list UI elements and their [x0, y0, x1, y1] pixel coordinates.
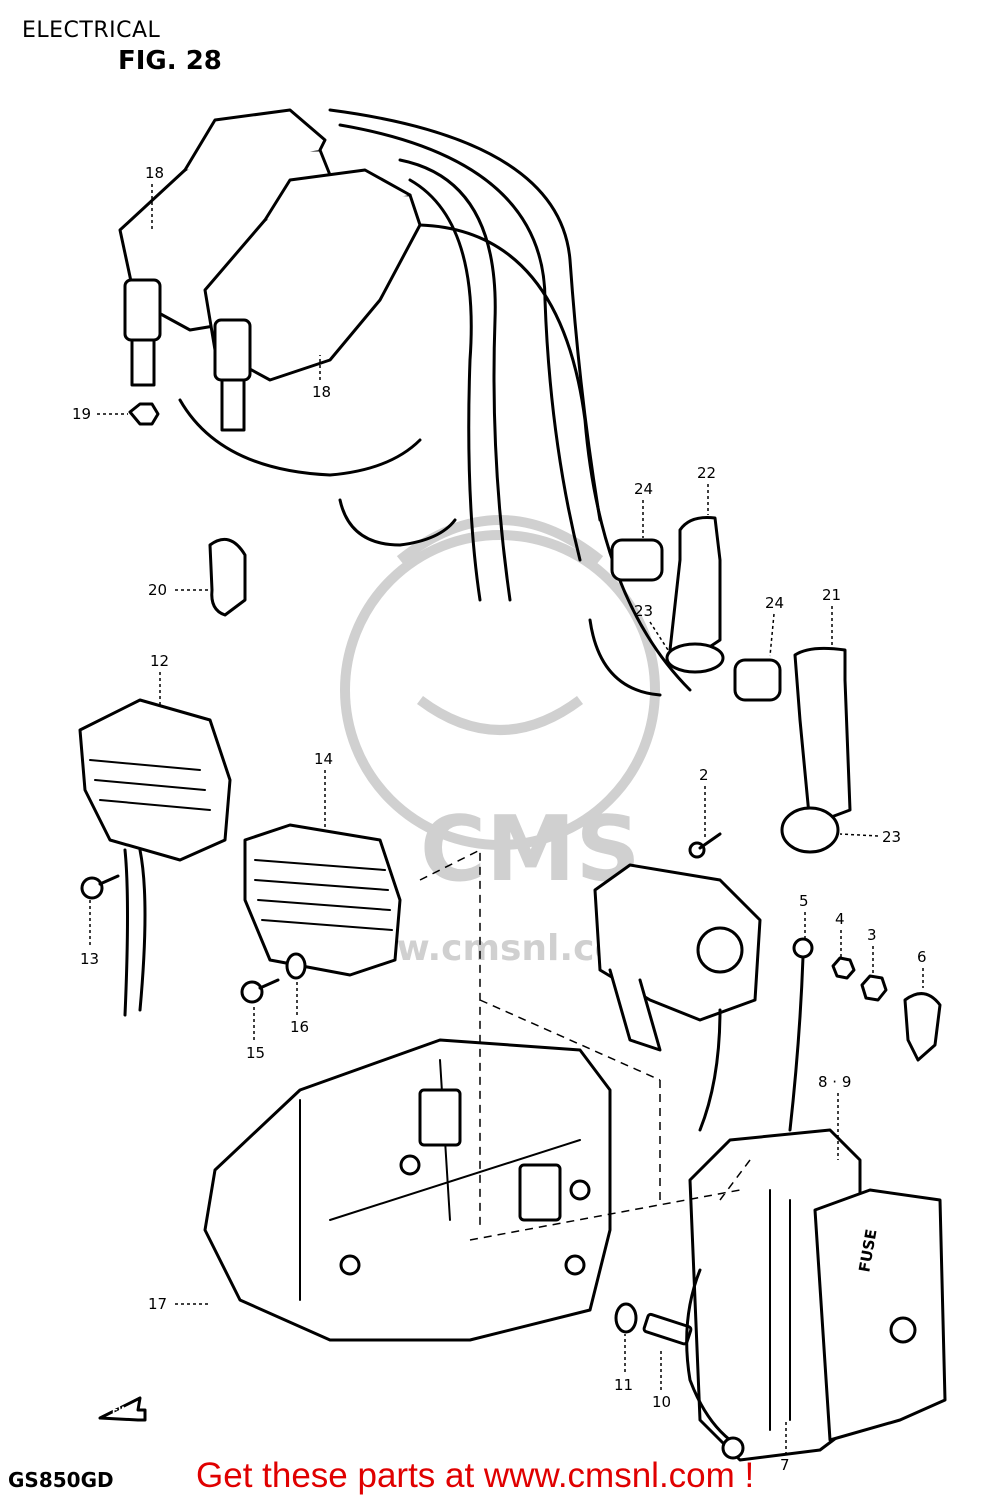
- screw-15: [240, 978, 280, 1004]
- callout-21: 21: [822, 586, 841, 604]
- washer-16: [285, 952, 307, 980]
- electronic-unit-14: [243, 823, 402, 977]
- forward-arrow-label: FWD: [112, 1406, 136, 1416]
- washer-11: [614, 1302, 638, 1334]
- callout-19: 19: [72, 405, 91, 423]
- plug-cap-22-boot: [665, 642, 725, 674]
- callout-7: 7: [780, 1456, 790, 1474]
- starter-relay: [593, 863, 762, 1132]
- callout-11: 11: [614, 1376, 633, 1394]
- callouts: 18 18 19 20 24 22 23 24 21 23 12 14 13 1…: [72, 164, 927, 1474]
- callout-5: 5: [799, 892, 809, 910]
- callout-18a: 18: [145, 164, 164, 182]
- model-code: GS850GD: [8, 1468, 114, 1492]
- nut-4: [831, 956, 856, 980]
- callout-2: 2: [699, 766, 709, 784]
- nut-19: [128, 402, 160, 426]
- callout-18b: 18: [312, 383, 331, 401]
- callout-24a: 24: [634, 480, 653, 498]
- callout-4: 4: [835, 910, 845, 928]
- cap-6: [903, 992, 942, 1062]
- callout-8-9: 8 · 9: [818, 1073, 851, 1091]
- bracket-17: [203, 1038, 612, 1342]
- figure-label: FIG. 28: [118, 46, 222, 76]
- forward-arrow: FWD: [98, 1396, 147, 1422]
- ht-leads: [178, 108, 692, 697]
- cap-24a: [610, 538, 664, 582]
- ignition-coil-right: [203, 168, 422, 432]
- callout-16: 16: [290, 1018, 309, 1036]
- screw-13: [80, 874, 120, 900]
- callout-15: 15: [246, 1044, 265, 1062]
- callout-14: 14: [314, 750, 333, 768]
- callout-3: 3: [867, 926, 877, 944]
- callout-13: 13: [80, 950, 99, 968]
- callout-23a: 23: [634, 602, 653, 620]
- plug-cap-21-boot: [780, 806, 840, 854]
- callout-20: 20: [148, 581, 167, 599]
- callout-6: 6: [917, 948, 927, 966]
- callout-12: 12: [150, 652, 169, 670]
- page-title: ELECTRICAL: [22, 18, 161, 43]
- callout-17: 17: [148, 1295, 167, 1313]
- cta-link[interactable]: Get these parts at www.cmsnl.com !: [196, 1456, 755, 1495]
- screw-2: [688, 832, 722, 859]
- callout-24b: 24: [765, 594, 784, 612]
- nut-3: [860, 974, 888, 1002]
- assembly-guide-lines: [419, 848, 751, 1241]
- callout-10: 10: [652, 1393, 671, 1411]
- fusebox-lead: [685, 1268, 732, 1442]
- cap-24b: [733, 658, 782, 702]
- clamp-20: [208, 537, 247, 617]
- plug-cap-21: [793, 646, 852, 827]
- plug-cap-22: [668, 516, 722, 662]
- callout-22: 22: [697, 464, 716, 482]
- lead-wire-5: [788, 937, 814, 1132]
- rectifier-regulator-12: [78, 698, 232, 1017]
- bolt-10: [642, 1312, 693, 1346]
- callout-23b: 23: [882, 828, 901, 846]
- fuse-box: FUSE: [688, 1128, 947, 1462]
